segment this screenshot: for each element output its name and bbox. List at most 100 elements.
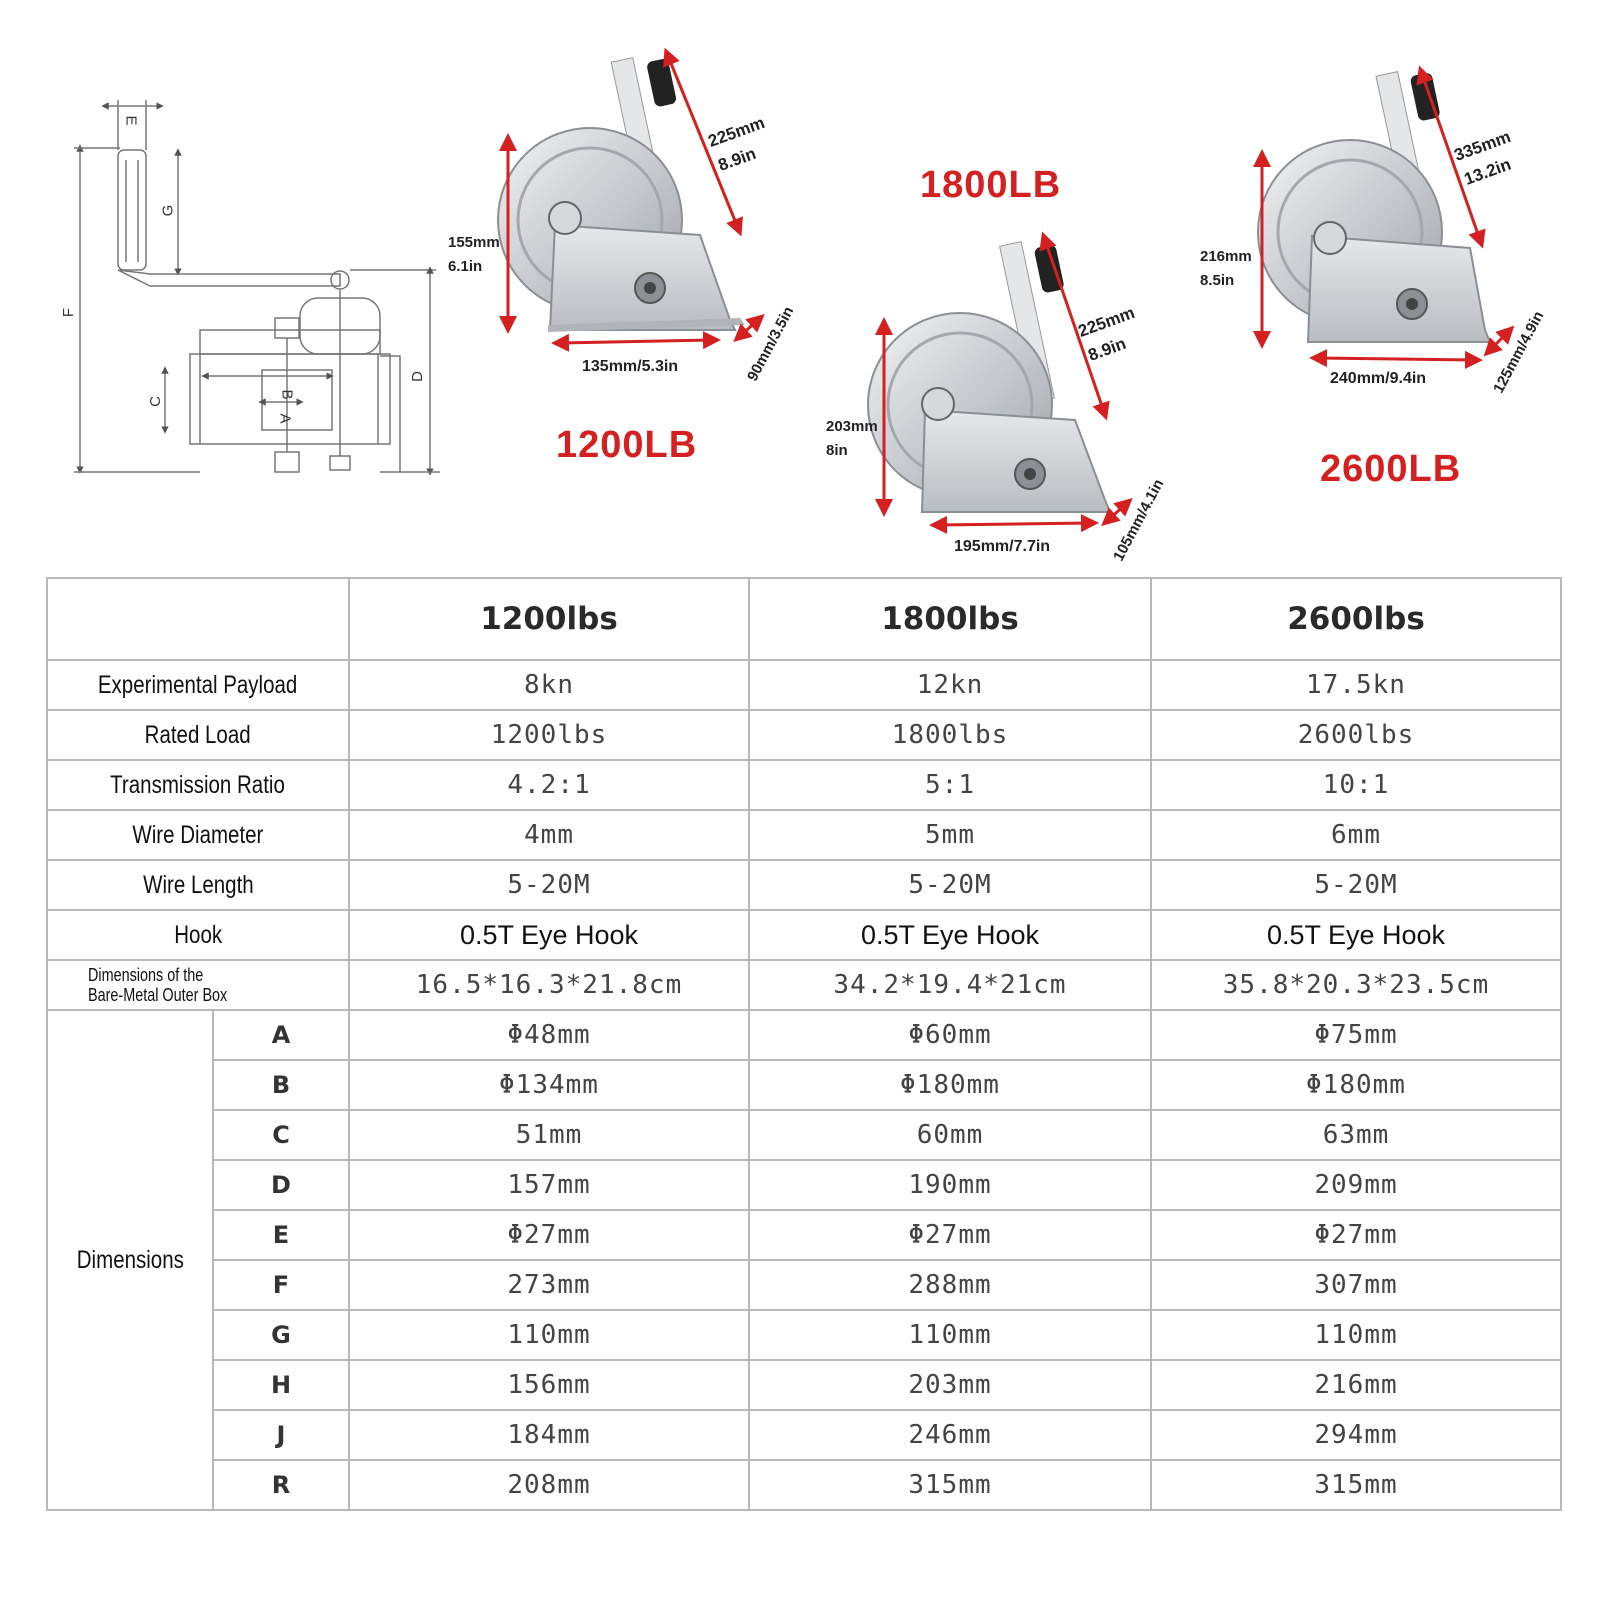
table-cell-value: 0.5T Eye Hook [1266,919,1446,950]
table-cell: 1800lbs [748,709,1152,761]
table-cell-value: 12kn [916,670,984,700]
table-cell: 12kn [748,659,1152,711]
table-cell: 5-20M [1150,859,1562,911]
winch-1800-image [867,241,1112,513]
table-cell-value: 60mm [916,1120,984,1150]
table-row-dimension: R 208mm 315mm 315mm [47,1459,1562,1511]
dimension-letter-cell: E [212,1209,350,1261]
schematic-letter-c: C [146,396,164,407]
table-cell: 190mm [748,1159,1152,1211]
table-cell: 209mm [1150,1159,1562,1211]
winch-1800-arrows [875,231,1133,534]
table-cell: 6mm [1150,809,1562,861]
table-cell-value: 203mm [908,1370,992,1400]
row-label: Wire Length [142,870,254,899]
table-cell: 157mm [348,1159,750,1211]
table-cell: 5-20M [748,859,1152,911]
table-cell-value: 315mm [908,1470,992,1500]
table-cell-value: Φ27mm [507,1220,591,1250]
table-cell: Φ27mm [1150,1209,1562,1261]
col-header-1200: 1200lbs [348,577,750,661]
table-cell: 246mm [748,1409,1152,1461]
spec-table: 1200lbs 1800lbs 2600lbs Experimental Pay… [46,577,1562,1511]
table-cell-value: 315mm [1314,1470,1398,1500]
winch-1800-label: 1800LB [920,164,1062,206]
table-cell: Φ75mm [1150,1009,1562,1061]
box-label-line1: Dimensions of the [88,964,204,985]
table-cell-value: 16.5*16.3*21.8cm [415,970,683,1000]
winch-1200-label: 1200LB [556,424,698,466]
header-empty-cell [46,577,350,661]
winch-2600-height-mm: 216mm [1200,248,1252,265]
table-cell: 51mm [348,1109,750,1161]
dimension-letter: B [271,1071,291,1099]
table-cell-value: 10:1 [1322,770,1390,800]
table-cell: Φ27mm [348,1209,750,1261]
dimension-letter-cell: H [212,1359,350,1411]
table-cell-value: Φ27mm [1314,1220,1398,1250]
dimension-letter: A [271,1021,291,1049]
table-cell-value: 294mm [1314,1420,1398,1450]
table-cell: Φ180mm [1150,1059,1562,1111]
winch-1200-height-in: 6.1in [448,258,483,275]
table-cell-value: 208mm [507,1470,591,1500]
table-cell: 216mm [1150,1359,1562,1411]
table-cell-value: 8kn [524,670,574,700]
schematic-letter-g: G [159,204,177,217]
table-cell: 34.2*19.4*21cm [748,959,1152,1011]
table-cell: 17.5kn [1150,659,1562,711]
dimension-letter: E [272,1221,290,1249]
table-cell: 184mm [348,1409,750,1461]
row-label: Transmission Ratio [110,770,286,799]
table-cell-value: Φ60mm [908,1020,992,1050]
table-cell: 0.5T Eye Hook [348,909,750,961]
dimension-letter: D [271,1171,291,1199]
winch-2600-height-in: 8.5in [1200,272,1235,289]
table-cell-value: 5-20M [507,870,591,900]
table-cell-value: 2600lbs [1297,720,1415,750]
table-cell: 273mm [348,1259,750,1311]
table-cell: 5:1 [748,759,1152,811]
table-cell-value: Φ48mm [507,1020,591,1050]
table-cell-value: 63mm [1322,1120,1390,1150]
winch-2600-width: 240mm/9.4in [1330,370,1427,387]
dimension-letter: R [271,1471,291,1499]
table-cell-value: Φ27mm [908,1220,992,1250]
table-cell-value: 110mm [1314,1320,1398,1350]
table-cell-value: Φ134mm [499,1070,599,1100]
dimension-letter-cell: A [212,1009,350,1061]
table-cell-value: 17.5kn [1306,670,1406,700]
table-cell: Φ48mm [348,1009,750,1061]
row-label-cell: Wire Diameter [46,809,350,861]
table-cell: 5mm [748,809,1152,861]
winch-illustrations [74,47,1515,534]
schematic-letter-f: F [60,307,78,318]
schematic-letter-b: B [278,389,296,400]
table-cell: 315mm [748,1459,1152,1511]
row-label-cell: Wire Length [46,859,350,911]
table-cell-value: Φ180mm [1306,1070,1406,1100]
table-cell: 156mm [348,1359,750,1411]
table-cell: 60mm [748,1109,1152,1161]
table-cell-value: 110mm [908,1320,992,1350]
table-cell-value: Φ75mm [1314,1020,1398,1050]
table-cell: 10:1 [1150,759,1562,811]
table-cell: 4.2:1 [348,759,750,811]
table-cell-value: 246mm [908,1420,992,1450]
table-cell-value: 5mm [925,820,975,850]
table-cell-value: 5-20M [908,870,992,900]
row-label-cell: Experimental Payload [46,659,350,711]
winch-2600-label: 2600LB [1320,448,1462,490]
table-header-row: 1200lbs 1800lbs 2600lbs [46,577,1562,661]
table-row: Experimental Payload 8kn 12kn 17.5kn [46,659,1562,711]
dimension-letter: F [272,1271,290,1299]
